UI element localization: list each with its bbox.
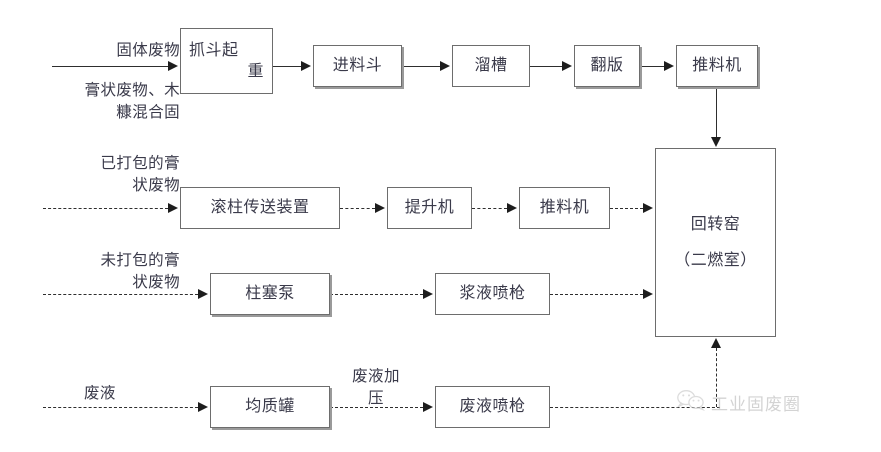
connector-flip-to-pusher-top bbox=[640, 66, 664, 67]
label-packed-paste-line1: 已打包的膏 bbox=[100, 155, 180, 172]
node-waste-liquid-lance-label: 废液喷枪 bbox=[459, 398, 526, 416]
node-grab-crane: 抓斗起 重 bbox=[180, 28, 273, 94]
wechat-icon bbox=[676, 389, 706, 416]
node-grab-crane-line1: 抓斗起 bbox=[189, 41, 239, 59]
connector-grab-crane-to-hopper bbox=[273, 66, 301, 67]
arrowhead-chute-to-flip bbox=[562, 60, 572, 71]
node-pusher-top-label: 推料机 bbox=[692, 57, 742, 75]
node-feed-hopper: 进料斗 bbox=[313, 45, 402, 87]
label-pressurize-line2: 压 bbox=[368, 390, 384, 408]
label-waste-liquid-text: 废液 bbox=[84, 385, 116, 402]
connector-hopper-to-chute bbox=[402, 66, 440, 67]
label-packed-paste: 已打包的膏 状废物 bbox=[45, 153, 180, 198]
node-rotary-kiln: 回转窑 （二燃室） bbox=[655, 148, 776, 337]
arrowhead-tank-to-waste-lance bbox=[423, 401, 433, 412]
node-elevator-label: 提升机 bbox=[404, 199, 455, 217]
node-chute-label: 溜槽 bbox=[474, 57, 508, 75]
connector-input-to-roller-conveyor bbox=[43, 208, 168, 209]
node-elevator: 提升机 bbox=[387, 187, 472, 229]
label-solid-waste-text: 固体废物 bbox=[116, 42, 180, 59]
connector-pusher-mid-to-kiln bbox=[610, 208, 643, 209]
connector-input-to-plunger-pump bbox=[43, 294, 198, 295]
arrowhead-plunger-to-slurry-lance bbox=[423, 288, 433, 299]
connector-roller-to-elevator bbox=[340, 208, 375, 209]
label-waste-liquid: 废液 bbox=[84, 383, 116, 405]
connector-input-to-homogenizing-tank bbox=[43, 407, 198, 408]
arrowhead-hopper-to-chute bbox=[440, 60, 450, 71]
connector-elevator-to-pusher-mid bbox=[472, 208, 507, 209]
watermark: 工业固废圈 bbox=[676, 389, 801, 416]
label-paste-sawdust: 膏状废物、木 糠混合固 bbox=[40, 80, 180, 125]
node-chute: 溜槽 bbox=[452, 45, 530, 87]
node-feed-hopper-label: 进料斗 bbox=[332, 57, 383, 75]
node-slurry-lance: 浆液喷枪 bbox=[435, 273, 550, 315]
node-pusher-mid: 推料机 bbox=[519, 187, 610, 229]
node-roller-conveyor: 滚柱传送装置 bbox=[180, 187, 340, 229]
arrowhead-input-to-grab-crane bbox=[168, 60, 178, 71]
arrowhead-slurry-lance-to-kiln bbox=[643, 288, 653, 299]
watermark-text: 工业固废圈 bbox=[711, 395, 801, 414]
label-unpacked-paste: 未打包的膏 状废物 bbox=[45, 250, 180, 295]
node-rotary-kiln-line1: 回转窑 bbox=[690, 216, 741, 234]
connector-tank-to-waste-lance bbox=[330, 407, 423, 408]
label-paste-sawdust-line2: 糠混合固 bbox=[116, 104, 180, 122]
connector-slurry-lance-to-kiln bbox=[550, 294, 643, 295]
node-homogenizing-tank: 均质罐 bbox=[210, 386, 330, 428]
connector-waste-lance-to-riser bbox=[550, 407, 720, 408]
label-paste-sawdust-line1: 膏状废物、木 bbox=[84, 82, 180, 99]
node-flip-plate-label: 翻版 bbox=[590, 57, 624, 75]
node-homogenizing-tank-label: 均质罐 bbox=[245, 398, 295, 416]
node-slurry-lance-label: 浆液喷枪 bbox=[459, 285, 526, 303]
node-plunger-pump: 柱塞泵 bbox=[210, 273, 330, 315]
node-pusher-top: 推料机 bbox=[676, 45, 758, 87]
arrowhead-pusher-mid-to-kiln bbox=[643, 202, 653, 213]
arrowhead-elevator-to-pusher-mid bbox=[507, 202, 517, 213]
node-pusher-mid-label: 推料机 bbox=[539, 199, 590, 217]
node-rotary-kiln-line2: （二燃室） bbox=[674, 251, 757, 269]
arrowhead-grab-crane-to-hopper bbox=[301, 60, 311, 71]
arrowhead-riser-to-kiln bbox=[710, 338, 721, 348]
node-waste-liquid-lance: 废液喷枪 bbox=[435, 386, 550, 428]
connector-plunger-to-slurry-lance bbox=[330, 294, 423, 295]
label-unpacked-paste-line2: 状废物 bbox=[132, 274, 180, 292]
arrowhead-pusher-top-to-kiln bbox=[710, 137, 721, 147]
label-pressurize: 废液加 压 bbox=[333, 366, 419, 411]
label-pressurize-line1: 废液加 bbox=[352, 368, 400, 385]
connector-pusher-top-to-kiln bbox=[716, 87, 717, 137]
label-solid-waste: 固体废物 bbox=[50, 40, 180, 62]
arrowhead-input-to-homogenizing-tank bbox=[198, 401, 208, 412]
connector-riser-to-kiln bbox=[716, 348, 717, 407]
connector-input-to-grab-crane bbox=[52, 66, 168, 67]
connector-chute-to-flip bbox=[530, 66, 562, 67]
node-grab-crane-line2: 重 bbox=[247, 63, 264, 80]
node-plunger-pump-label: 柱塞泵 bbox=[245, 285, 295, 303]
arrowhead-roller-to-elevator bbox=[375, 202, 385, 213]
arrowhead-input-to-roller-conveyor bbox=[168, 202, 178, 213]
label-unpacked-paste-line1: 未打包的膏 bbox=[100, 252, 180, 269]
arrowhead-flip-to-pusher-top bbox=[664, 60, 674, 71]
label-packed-paste-line2: 状废物 bbox=[132, 177, 180, 195]
node-roller-conveyor-label: 滚柱传送装置 bbox=[210, 199, 310, 217]
arrowhead-input-to-plunger-pump bbox=[198, 288, 208, 299]
node-flip-plate: 翻版 bbox=[574, 45, 640, 87]
